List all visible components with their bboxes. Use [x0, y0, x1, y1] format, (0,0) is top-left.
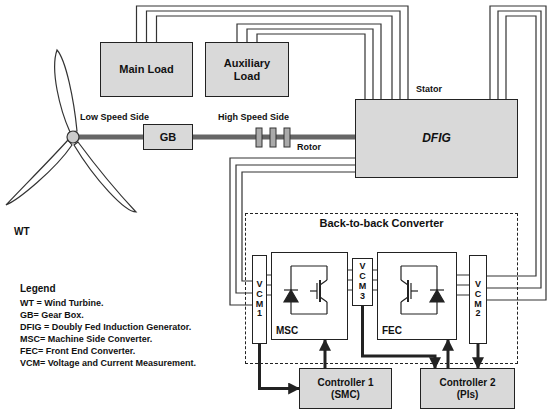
diode-bar: [284, 289, 298, 290]
node-label: Back-to-back Converter: [319, 217, 443, 230]
turbine-blade: [55, 50, 77, 132]
legend-text: FEC= Front End Converter.: [20, 345, 135, 357]
node-label: VCM2: [474, 280, 483, 320]
turbine-hub: [67, 131, 79, 143]
node-label: VCM3: [358, 262, 367, 302]
igbt-bar: [407, 280, 409, 302]
fec-ground: [377, 252, 457, 340]
connector: [363, 306, 436, 368]
wire: [400, 266, 401, 280]
igbt-bar: [319, 280, 321, 302]
wire: [326, 302, 327, 314]
turbine-blade: [6, 140, 72, 205]
controller-box: Controller 2 (PIs): [420, 368, 515, 409]
legend-entry: DFIG = Doubly Fed Induction Generator.: [20, 321, 196, 333]
node-label: VCM1: [255, 280, 264, 320]
legend-entry: VCM= Voltage and Current Measurement.: [20, 357, 196, 369]
converter-box: FEC: [377, 252, 457, 340]
turbine-blade: [74, 142, 136, 212]
diode-symbol: [430, 290, 444, 302]
legend-text: GB= Gear Box.: [20, 309, 84, 321]
legend: WT = Wind Turbine.GB= Gear Box.DFIG = Do…: [20, 297, 196, 369]
text-label: Stator: [416, 84, 442, 94]
text-label: High Speed Side: [218, 112, 289, 122]
node-label: MSC: [276, 325, 298, 337]
low-speed-shaft: [78, 135, 143, 140]
igbt-gate: [310, 290, 317, 291]
slip-ring: [256, 128, 262, 147]
text-label: WT: [14, 226, 30, 237]
slip-ring: [284, 128, 290, 147]
legend-text: DFIG = Doubly Fed Induction Generator.: [20, 321, 191, 333]
wire: [401, 313, 437, 314]
connector: [477, 344, 480, 368]
wire: [400, 302, 401, 314]
connector: [260, 344, 300, 389]
igbt-gate: [411, 290, 418, 291]
text-label: Low Speed Side: [80, 112, 149, 122]
legend-entry: MSC= Machine Side Converter.: [20, 333, 196, 345]
legend-text: WT = Wind Turbine.: [20, 297, 104, 309]
node-label: Main Load: [119, 63, 173, 76]
msc-ground: [271, 252, 348, 340]
fec-symbol: [401, 266, 444, 314]
wire: [401, 280, 408, 285]
legend-text: MSC= Machine Side Converter.: [20, 333, 152, 345]
wire: [291, 265, 327, 266]
load-box: Auxiliary Load: [205, 42, 289, 97]
diode-bar: [430, 289, 444, 290]
node-label: Controller 2 (PIs): [431, 377, 505, 400]
generator-box: DFIG: [355, 99, 518, 178]
controller-box: Controller 1 (SMC): [299, 368, 392, 409]
measurement-box: VCM1: [252, 255, 267, 344]
slip-rings: [256, 128, 290, 147]
text-label: Rotor: [297, 142, 321, 152]
legend-text: VCM= Voltage and Current Measurement.: [20, 357, 196, 369]
legend-entry: GB= Gear Box.: [20, 309, 196, 321]
wire: [320, 280, 327, 285]
node-label: GB: [160, 131, 177, 144]
wire: [291, 313, 327, 314]
wire: [401, 265, 437, 266]
node-label: Controller 1 (SMC): [309, 377, 383, 400]
node-label: Auxiliary Load: [216, 57, 278, 82]
legend-entry: FEC= Front End Converter.: [20, 345, 196, 357]
slip-ring: [270, 128, 276, 147]
diode-symbol: [284, 290, 298, 302]
converter-group: Back-to-back ConverterVCM1MSC VCM3FEC VCM2: [245, 213, 518, 364]
wire: [326, 266, 327, 280]
connector: [230, 158, 355, 305]
connector: [457, 275, 469, 295]
converter-box: MSC: [271, 252, 348, 340]
wire: [401, 297, 408, 302]
measurement-box: VCM3: [352, 258, 373, 306]
load-box: Main Load: [100, 42, 193, 97]
measurement-box: VCM2: [469, 255, 487, 344]
connector-group: [137, 6, 547, 389]
node-label: FEC: [382, 325, 402, 337]
msc-symbol: [284, 266, 327, 314]
gearbox-box: GB: [143, 124, 193, 150]
node-label: DFIG: [422, 132, 451, 146]
legend-entry: WT = Wind Turbine.: [20, 297, 196, 309]
wire: [320, 297, 327, 302]
text-label: Legend: [20, 283, 56, 294]
